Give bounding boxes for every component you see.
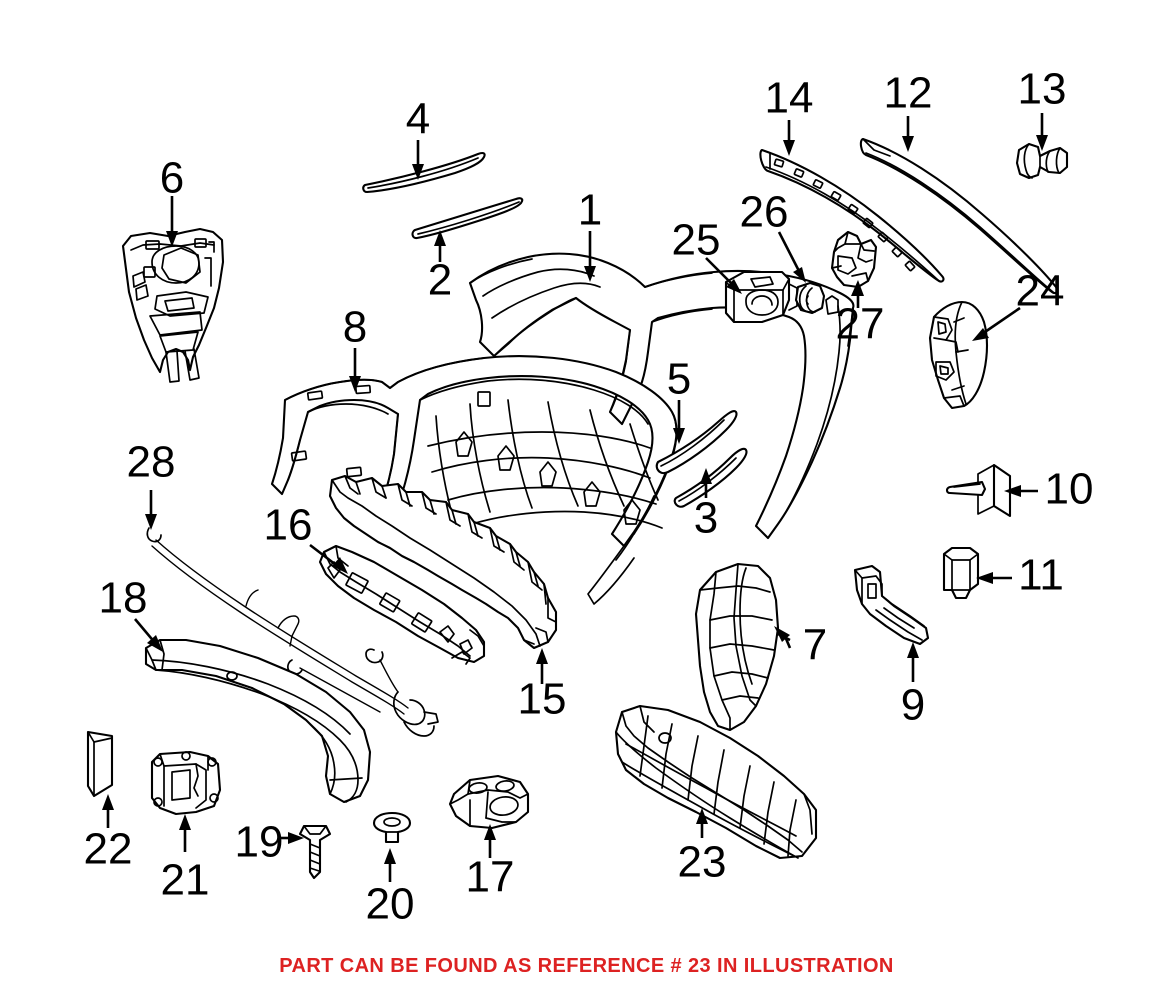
callout-label-3: 3	[694, 494, 718, 543]
part-16-lower-support-bracket	[309, 543, 486, 665]
part-5-side-trim-strip	[655, 400, 738, 475]
callout-label-1: 1	[578, 186, 602, 235]
callout-label-11: 11	[1018, 551, 1064, 600]
callout-label-13: 13	[1018, 65, 1067, 114]
part-6-side-mounting-bracket	[121, 196, 225, 383]
part-1-rear-bumper-cover	[468, 231, 855, 540]
callout-label-12: 12	[884, 69, 933, 118]
callout-label-18: 18	[99, 574, 148, 623]
part-28-wiring-harness	[145, 490, 439, 737]
part-7-wheel-arch-liner-bracket	[694, 562, 792, 732]
callout-label-7: 7	[803, 621, 827, 670]
callout-label-14: 14	[765, 74, 814, 123]
part-21-bracket-plate	[150, 750, 222, 852]
callout-label-25: 25	[672, 216, 721, 265]
part-18-reinforcement-impact-beam	[134, 618, 372, 804]
callout-label-20: 20	[366, 880, 415, 929]
callout-label-15: 15	[518, 675, 567, 724]
callout-label-4: 4	[406, 95, 430, 144]
callout-label-16: 16	[264, 501, 313, 550]
callout-label-28: 28	[127, 438, 176, 487]
part-23-energy-absorber	[614, 704, 818, 860]
callout-label-8: 8	[343, 303, 367, 352]
callout-label-26: 26	[740, 188, 789, 237]
part-15-upper-absorber-rail	[328, 474, 558, 684]
part-12-upper-trim-molding	[859, 116, 1059, 295]
callout-label-27: 27	[836, 300, 885, 349]
part-19-mounting-screw	[278, 824, 332, 880]
part-9-mounting-strap-bracket	[853, 564, 930, 682]
callout-label-24: 24	[1016, 267, 1065, 316]
callout-label-2: 2	[428, 256, 452, 305]
part-2-upper-trim-strip	[411, 197, 524, 262]
callout-label-6: 6	[160, 154, 184, 203]
part-8-lower-valance-diffuser	[270, 348, 678, 605]
part-24-side-support-bracket	[928, 300, 1021, 410]
callout-label-5: 5	[667, 355, 691, 404]
part-14-perforated-mounting-strip	[759, 120, 945, 283]
part-13-push-pin-rivet	[1015, 113, 1069, 180]
part-4-upper-molding-strip	[362, 140, 486, 194]
callout-label-22: 22	[84, 825, 133, 874]
callout-label-19: 19	[235, 818, 284, 867]
callout-label-23: 23	[678, 838, 727, 887]
part-25-park-assist-sensor	[705, 257, 798, 324]
callout-label-17: 17	[466, 853, 515, 902]
part-17-tow-hook-mount-block	[448, 774, 530, 858]
part-20-grommet	[372, 811, 412, 882]
part-3-lower-trim-strip	[673, 447, 748, 508]
callout-label-9: 9	[901, 681, 925, 730]
callout-label-21: 21	[161, 856, 210, 905]
part-11-cap-plug	[942, 546, 1012, 600]
part-26-sensor-retaining-ring	[777, 231, 826, 315]
part-22-spacer-shim	[86, 730, 114, 828]
footer-reference-note: PART CAN BE FOUND AS REFERENCE # 23 IN I…	[279, 955, 894, 977]
part-27-sensor-holder-bracket	[830, 230, 878, 308]
callout-label-10: 10	[1045, 465, 1094, 514]
part-10-pin-clip	[945, 463, 1038, 518]
